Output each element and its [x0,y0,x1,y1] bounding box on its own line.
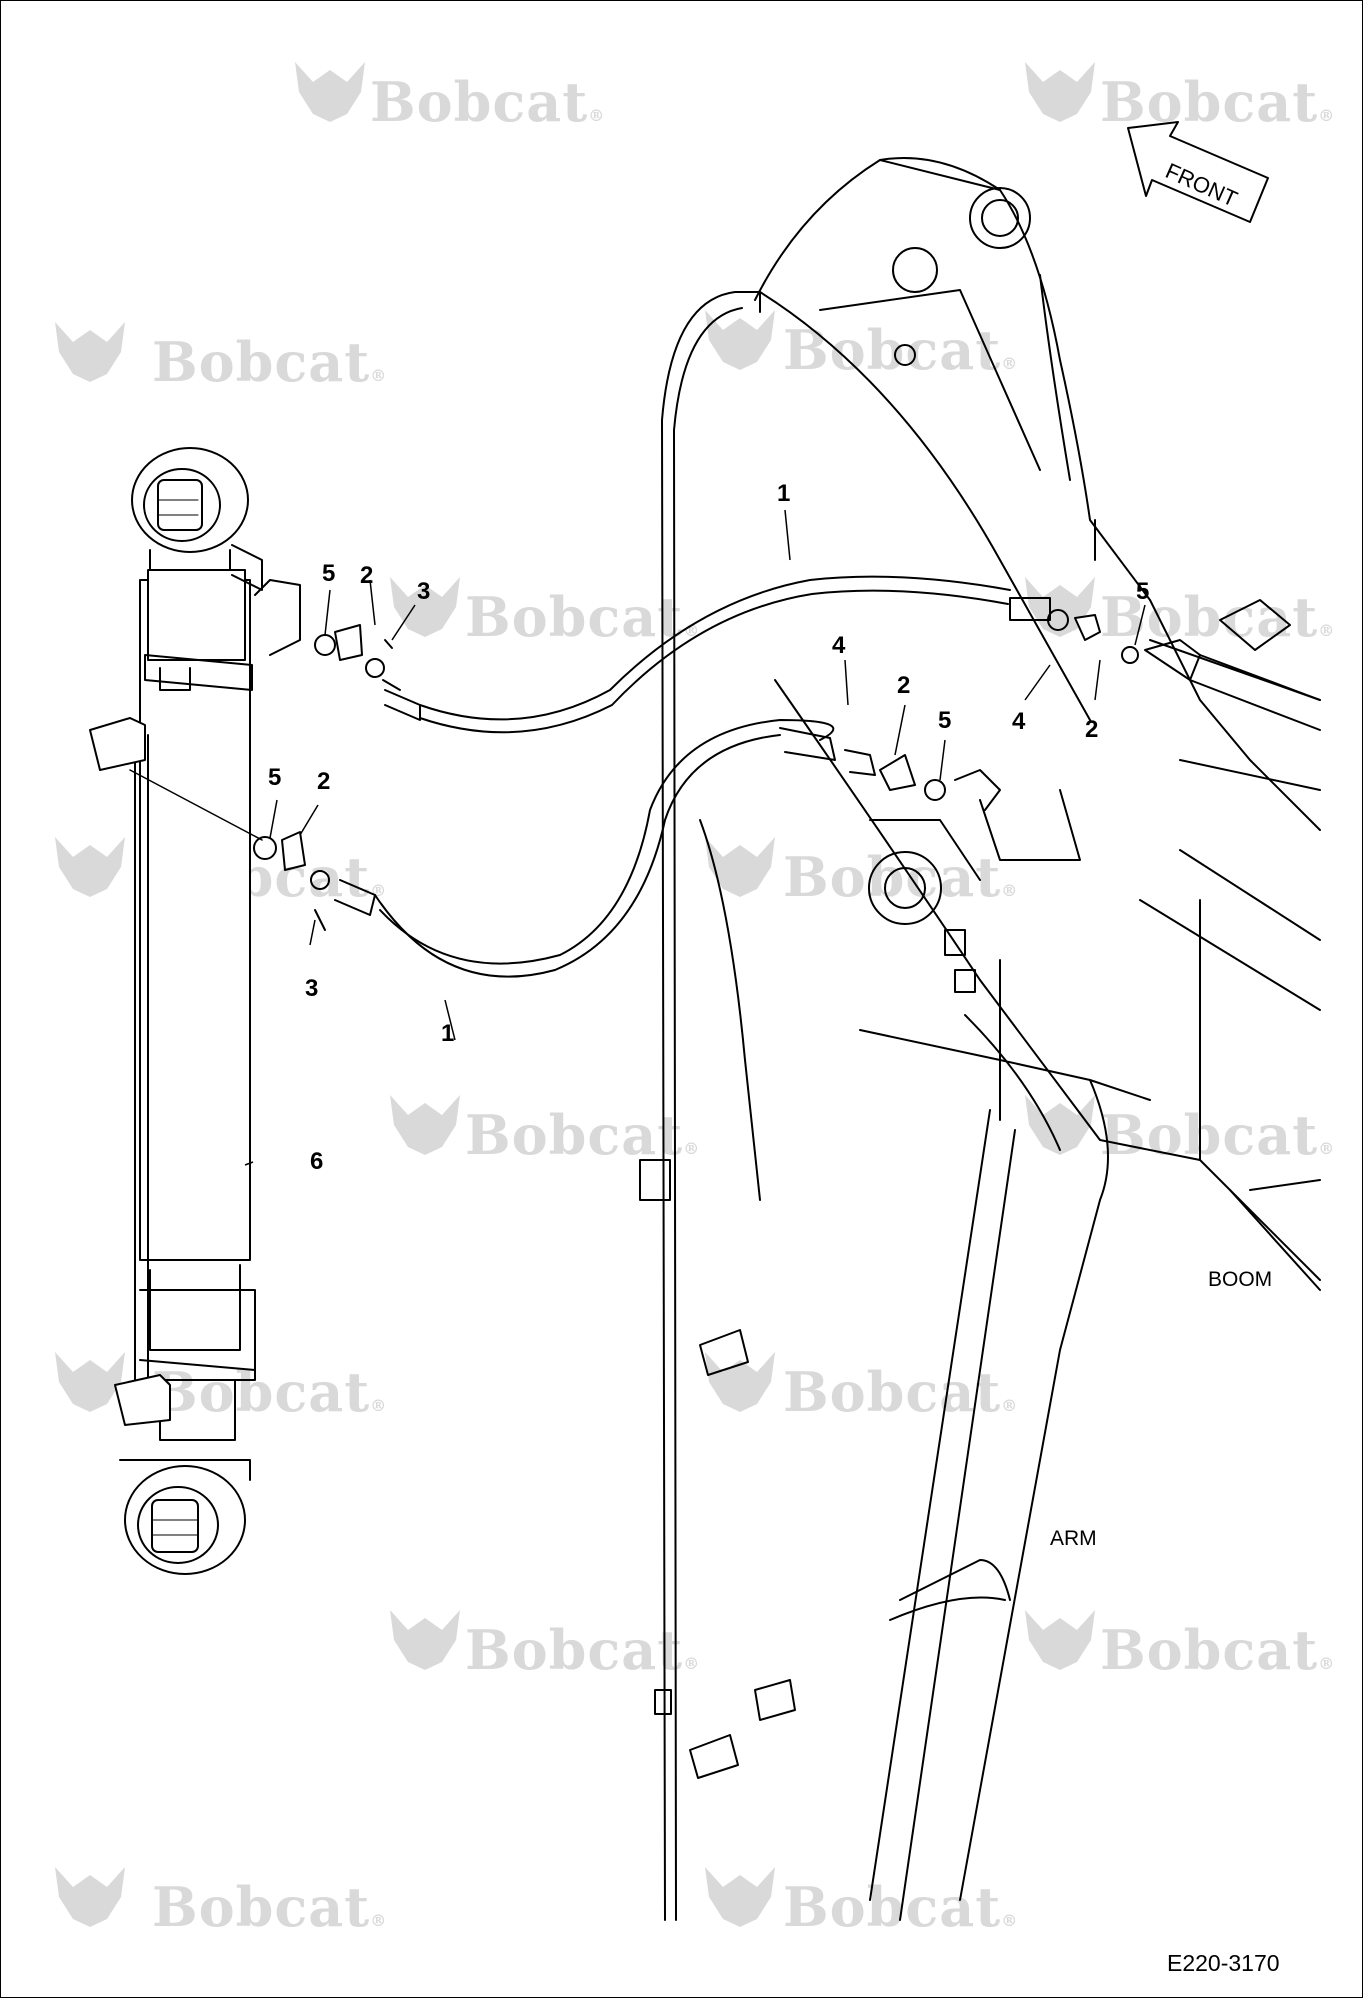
fitting-left-lower [253,831,330,931]
callout-4-center: 4 [832,632,846,659]
boom-lower-panel [889,1559,1011,1621]
watermark: Bobcat® [1100,70,1336,134]
arm-label: ARM [1050,1527,1097,1550]
callout-5-left-upper: 5 [322,560,336,587]
cylinder-side-pipe [89,717,263,1426]
watermark: Bobcat® [1100,1618,1336,1682]
callout-4-right: 4 [1012,708,1026,735]
watermark: Bobcat® [783,1360,1019,1424]
hose-lower [334,719,1081,978]
arm-outline [661,291,1091,1921]
callout-2-right: 2 [1085,716,1099,743]
callout-1-upper: 1 [777,480,791,507]
fitting-left-upper [314,624,401,691]
arm-pivot [868,819,981,993]
callout-1-lower: 1 [441,1020,455,1047]
watermark: Bobcat® [152,1360,388,1424]
watermark: Bobcat® [465,585,701,649]
callout-3-lower: 3 [305,975,319,1002]
watermark: Bobcat® [152,330,388,394]
watermark: Bobcat® [783,318,1019,382]
arm-brackets [639,1159,796,1779]
callout-3-upper: 3 [417,578,431,605]
callout-2-left-upper: 2 [360,562,374,589]
callout-2-center: 2 [897,672,911,699]
drawing-reference: E220-3170 [1167,1950,1280,1976]
boom-label: BOOM [1208,1268,1273,1291]
watermark: Bobcat® [152,1875,388,1939]
watermark: Bobcat® [783,1875,1019,1939]
callout-5-center: 5 [938,707,952,734]
callout-6: 6 [310,1148,324,1175]
watermark: Bobcat® [1100,1103,1336,1167]
watermark: Bobcat® [370,70,606,134]
watermark: Bobcat® [465,1103,701,1167]
hydraulic-cylinder [119,447,301,1575]
hose-upper [384,575,1321,734]
leader-lines [244,509,1146,1166]
callout-2-left-lower: 2 [317,768,331,795]
callout-5-right: 5 [1136,578,1150,605]
callout-5-left-lower: 5 [268,764,282,791]
front-arrow-icon [1127,121,1269,223]
watermark: Bobcat® [465,1618,701,1682]
boom-outline [754,157,1321,831]
